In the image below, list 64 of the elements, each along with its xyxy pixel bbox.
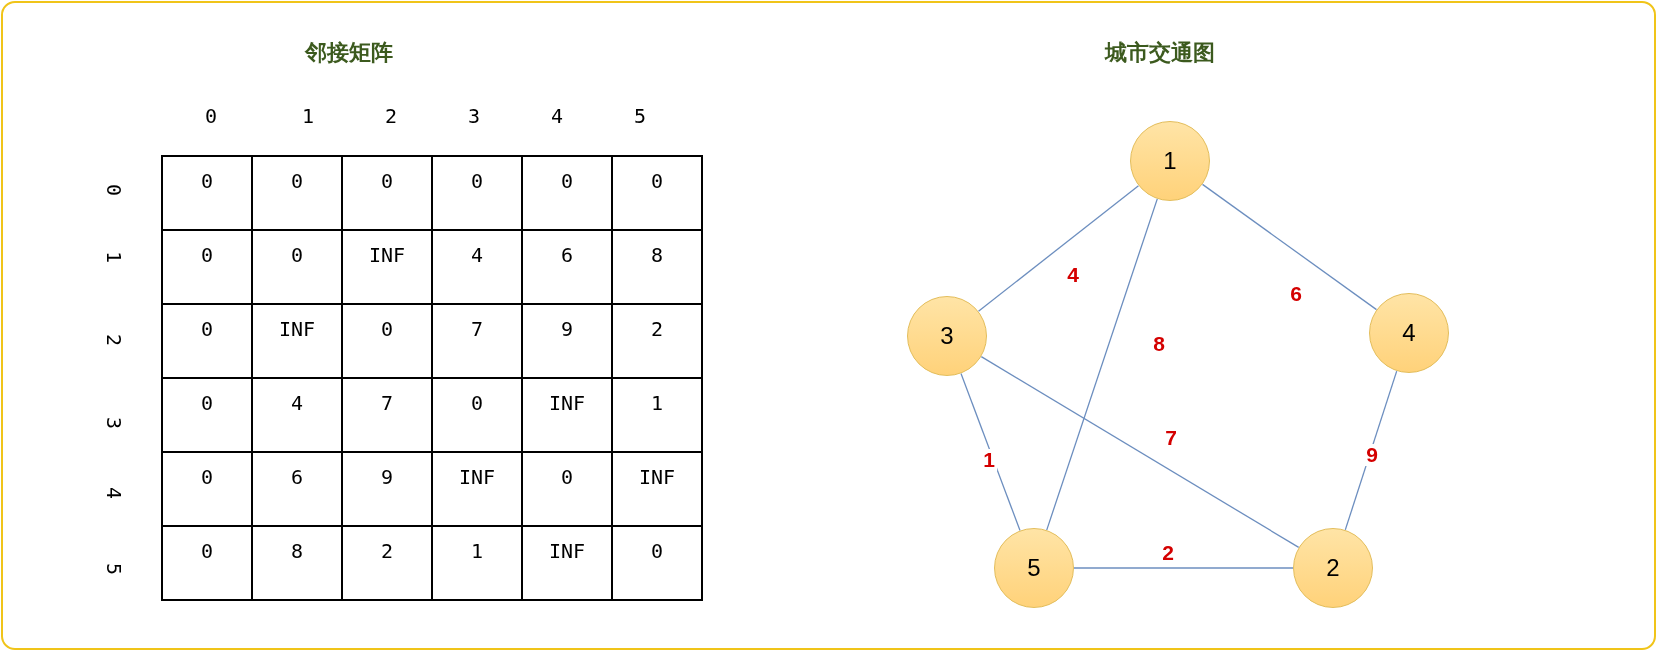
- road-line: [977, 185, 1140, 312]
- matrix-cell: INF: [252, 304, 342, 378]
- row-index: 4: [102, 487, 126, 499]
- panel-title: 城市交通图: [1105, 39, 1215, 67]
- column-index: 5: [634, 104, 646, 128]
- road-line: [1073, 567, 1294, 569]
- matrix-cell: 4: [252, 378, 342, 452]
- column-index: 1: [302, 104, 314, 128]
- column-index: 3: [468, 104, 480, 128]
- row-index: 2: [102, 334, 126, 346]
- matrix-cell: 0: [432, 378, 522, 452]
- column-index: 0: [205, 104, 217, 128]
- matrix-cell: 0: [162, 378, 252, 452]
- matrix-cell: 0: [162, 526, 252, 600]
- matrix-cell: 0: [162, 304, 252, 378]
- matrix-cell: 0: [432, 156, 522, 230]
- matrix-cell: 0: [522, 452, 612, 526]
- matrix-cell: 7: [432, 304, 522, 378]
- matrix-cell: 9: [522, 304, 612, 378]
- city-node: 3: [907, 296, 987, 376]
- matrix-cell: 6: [252, 452, 342, 526]
- row-index: 1: [102, 251, 126, 263]
- matrix-cell: INF: [342, 230, 432, 304]
- matrix-cell: 0: [342, 156, 432, 230]
- edge-label: 1: [981, 449, 997, 471]
- matrix-cell: 0: [252, 230, 342, 304]
- road-line: [1046, 198, 1158, 531]
- matrix-cell: 2: [612, 304, 702, 378]
- matrix-cell: INF: [612, 452, 702, 526]
- row-index: 0: [102, 184, 126, 196]
- matrix-cell: 0: [252, 156, 342, 230]
- matrix-cell: 0: [612, 156, 702, 230]
- city-node: 4: [1369, 293, 1449, 373]
- matrix-cell: 8: [612, 230, 702, 304]
- panel-title: 邻接矩阵: [305, 39, 393, 67]
- column-index: 4: [551, 104, 563, 128]
- column-index: 2: [385, 104, 397, 128]
- matrix-cell: 0: [162, 156, 252, 230]
- matrix-cell: 0: [162, 452, 252, 526]
- matrix-cell: 0: [342, 304, 432, 378]
- matrix-cell: 8: [252, 526, 342, 600]
- city-node: 5: [994, 528, 1074, 608]
- road-line: [1344, 370, 1398, 531]
- matrix-cell: 1: [432, 526, 522, 600]
- matrix-cell: 7: [342, 378, 432, 452]
- matrix-cell: 0: [162, 230, 252, 304]
- matrix-cell: 0: [612, 526, 702, 600]
- edge-label: 9: [1364, 444, 1380, 466]
- road-line: [960, 372, 1021, 532]
- road-line: [980, 355, 1300, 549]
- matrix-cell: INF: [522, 378, 612, 452]
- matrix-cell: 0: [522, 156, 612, 230]
- matrix-cell: 1: [612, 378, 702, 452]
- matrix-cell: INF: [432, 452, 522, 526]
- row-index: 5: [102, 563, 126, 575]
- road-line: [1201, 183, 1378, 311]
- matrix-cell: 6: [522, 230, 612, 304]
- city-node: 1: [1130, 121, 1210, 201]
- row-index: 3: [102, 417, 126, 429]
- matrix-cell: 4: [432, 230, 522, 304]
- matrix-cell: INF: [522, 526, 612, 600]
- matrix-cell: 9: [342, 452, 432, 526]
- city-node: 2: [1293, 528, 1373, 608]
- matrix-cell: 2: [342, 526, 432, 600]
